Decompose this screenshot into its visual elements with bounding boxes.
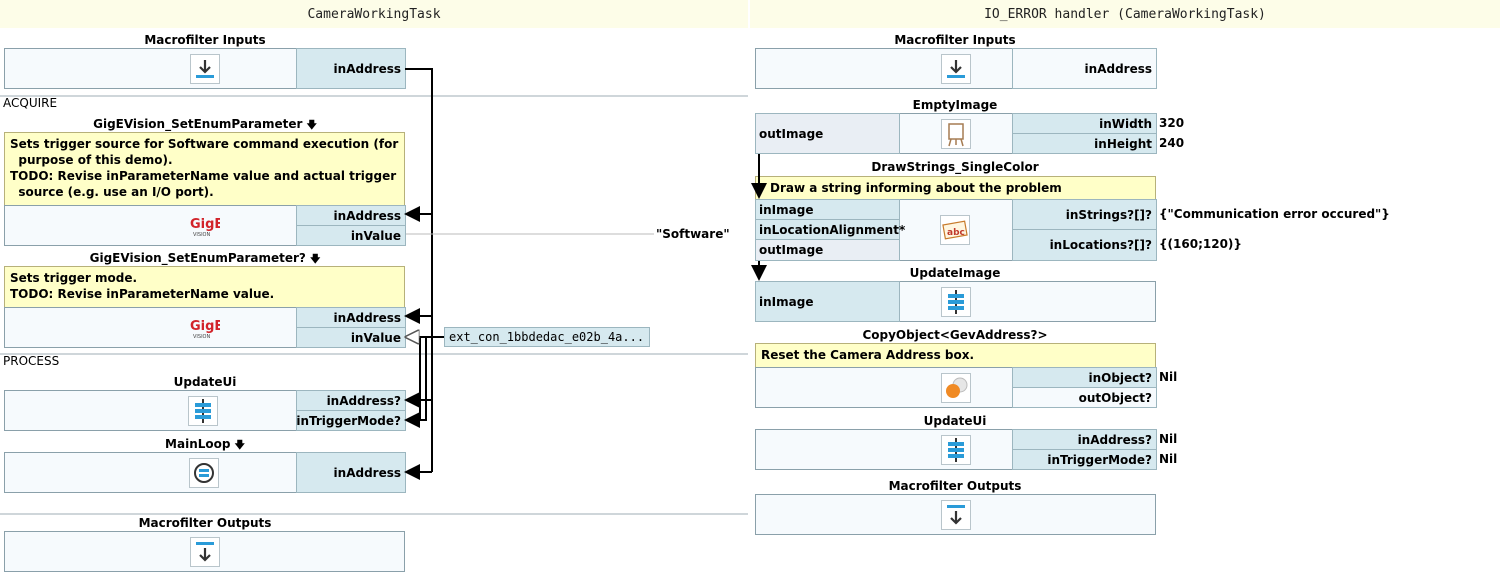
filter-title: GigEVision_SetEnumParameter? 🡇 — [5, 251, 405, 269]
section-acquire-label: ACQUIRE — [3, 96, 58, 110]
inheight-value[interactable]: 240 — [1159, 136, 1185, 150]
right-pane-title: IO_ERROR handler (CameraWorkingTask) — [750, 0, 1500, 28]
svg-text:VISION: VISION — [193, 334, 210, 340]
expand-arrow-icon[interactable]: 🡇 — [310, 254, 321, 265]
filter-block-update-ui[interactable]: inAddress? inTriggerMode? — [755, 429, 1157, 470]
filter-block-main-loop[interactable]: inAddress — [4, 452, 406, 493]
comment-line: purpose of this demo). — [10, 153, 173, 167]
port-outimage[interactable]: outImage — [755, 113, 900, 154]
port-inaddress[interactable]: inAddress — [296, 452, 406, 493]
update-image-icon — [941, 287, 971, 317]
svg-text:GigE: GigE — [190, 319, 220, 334]
filter-title: DrawStrings_SingleColor — [871, 160, 1039, 174]
filter-block-update-image[interactable]: inImage — [755, 281, 1156, 322]
right-macro-outputs-block[interactable] — [755, 494, 1156, 535]
section-process-label: PROCESS — [3, 354, 60, 368]
port-intriggermode[interactable]: inTriggerMode? — [1012, 449, 1157, 470]
port-inaddress[interactable]: inAddress? — [1012, 429, 1157, 450]
filter-title: UpdateUi — [173, 375, 237, 389]
invalue-constant[interactable]: "Software" — [656, 227, 730, 241]
filter-comment: Sets trigger mode. TODO: Revise inParame… — [4, 266, 405, 308]
section-divider — [0, 513, 748, 515]
comment-line: TODO: Revise inParameterName value and a… — [10, 169, 397, 183]
port-inlocationalignment[interactable]: inLocationAlignment* — [755, 219, 905, 240]
filter-comment: Draw a string informing about the proble… — [755, 176, 1156, 200]
inaddress-value[interactable]: Nil — [1159, 432, 1178, 446]
filter-title: EmptyImage — [912, 98, 998, 112]
update-ui-icon — [188, 396, 218, 426]
filter-title-text: MainLoop — [165, 437, 231, 451]
left-connections — [404, 68, 654, 480]
macro-output-icon — [190, 537, 220, 567]
macro-input-icon — [190, 54, 220, 84]
filter-title-text: GigEVision_SetEnumParameter? — [89, 251, 306, 265]
section-divider — [0, 95, 748, 97]
port-inwidth[interactable]: inWidth — [1012, 113, 1157, 134]
left-macro-outputs-block[interactable] — [4, 531, 405, 572]
update-ui-icon — [941, 435, 971, 465]
port-instrings[interactable]: inStrings?[]? — [1012, 199, 1157, 230]
filter-block-copy-object[interactable]: inObject? outObject? — [755, 367, 1157, 408]
port-inheight[interactable]: inHeight — [1012, 133, 1157, 154]
filter-title: MainLoop 🡇 — [5, 437, 405, 455]
port-invalue[interactable]: inValue — [296, 225, 406, 246]
svg-text:abc: abc — [947, 228, 965, 238]
filter-title-text: GigEVision_SetEnumParameter — [93, 117, 303, 131]
instrings-value[interactable]: {"Communication error occured"} — [1159, 207, 1390, 221]
comment-line: Sets trigger source for Software command… — [10, 137, 399, 151]
inwidth-value[interactable]: 320 — [1159, 116, 1185, 130]
macro-output-icon — [941, 500, 971, 530]
filter-title: UpdateImage — [909, 266, 1001, 280]
left-inputs-port-inaddress[interactable]: inAddress — [296, 48, 406, 89]
port-inimage[interactable]: inImage — [755, 199, 900, 220]
expand-arrow-icon[interactable]: 🡇 — [234, 440, 245, 451]
port-inimage[interactable]: inImage — [755, 281, 900, 322]
port-outimage[interactable]: outImage — [755, 239, 900, 261]
right-inputs-title: Macrofilter Inputs — [894, 33, 1016, 47]
filter-comment: Sets trigger source for Software command… — [4, 132, 405, 206]
copy-object-icon — [941, 373, 971, 403]
wire — [404, 336, 444, 428]
left-outputs-title: Macrofilter Outputs — [138, 516, 272, 530]
section-divider — [0, 353, 748, 355]
inlocations-value[interactable]: {(160;120)} — [1159, 237, 1242, 251]
left-macro-inputs-block[interactable]: inAddress — [4, 48, 406, 89]
comment-line: TODO: Revise inParameterName value. — [10, 287, 275, 301]
easel-icon — [941, 119, 971, 149]
port-inlocations[interactable]: inLocations?[]? — [1012, 229, 1157, 261]
right-macro-inputs-block[interactable]: inAddress — [755, 48, 1157, 89]
comment-line: Sets trigger mode. — [10, 271, 138, 285]
filter-block-empty-image[interactable]: outImage inWidth inHeight — [755, 113, 1157, 154]
external-connection-label[interactable]: ext_con_1bbdedac_e02b_4a... — [444, 327, 650, 347]
filter-comment: Reset the Camera Address box. — [755, 343, 1156, 368]
macro-input-icon — [941, 54, 971, 84]
svg-text:GigE: GigE — [190, 217, 220, 232]
port-outobject[interactable]: outObject? — [1012, 387, 1157, 408]
left-pane-title: CameraWorkingTask — [0, 0, 748, 28]
port-inobject[interactable]: inObject? — [1012, 367, 1157, 388]
main-loop-icon — [189, 458, 219, 488]
right-inputs-port-inaddress[interactable]: inAddress — [1012, 48, 1157, 89]
filter-title: CopyObject<GevAddress?> — [862, 328, 1048, 342]
svg-text:VISION: VISION — [193, 232, 210, 238]
wire — [405, 68, 433, 472]
filter-title: GigEVision_SetEnumParameter 🡇 — [5, 117, 405, 135]
inobject-value[interactable]: Nil — [1159, 370, 1178, 384]
filter-title: UpdateUi — [923, 414, 987, 428]
comment-line: source (e.g. use an I/O port). — [10, 185, 214, 199]
expand-arrow-icon[interactable]: 🡇 — [306, 120, 317, 131]
left-inputs-title: Macrofilter Inputs — [144, 33, 266, 47]
intriggermode-value[interactable]: Nil — [1159, 452, 1178, 466]
filter-block-draw-strings[interactable]: inImage inLocationAlignment* outImage ab… — [755, 199, 1157, 261]
right-outputs-title: Macrofilter Outputs — [888, 479, 1022, 493]
draw-text-icon: abc — [940, 215, 970, 245]
